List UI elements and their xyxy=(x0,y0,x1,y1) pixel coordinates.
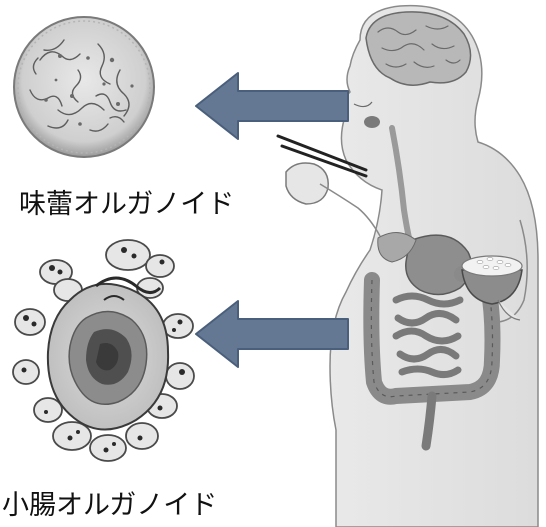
taste-bud-organoid-illustration xyxy=(14,17,154,157)
taste-bud-organoid-label: 味蕾オルガノイド xyxy=(19,191,234,218)
small-intestine-organoid-illustration xyxy=(13,240,194,461)
arrow-to-intestine-organoid-icon xyxy=(196,301,348,367)
small-intestine-organoid-label: 小腸オルガノイド xyxy=(2,492,217,519)
arrow-to-taste-organoid-icon xyxy=(196,73,348,139)
human-body-digestive-system-illustration xyxy=(278,6,538,527)
